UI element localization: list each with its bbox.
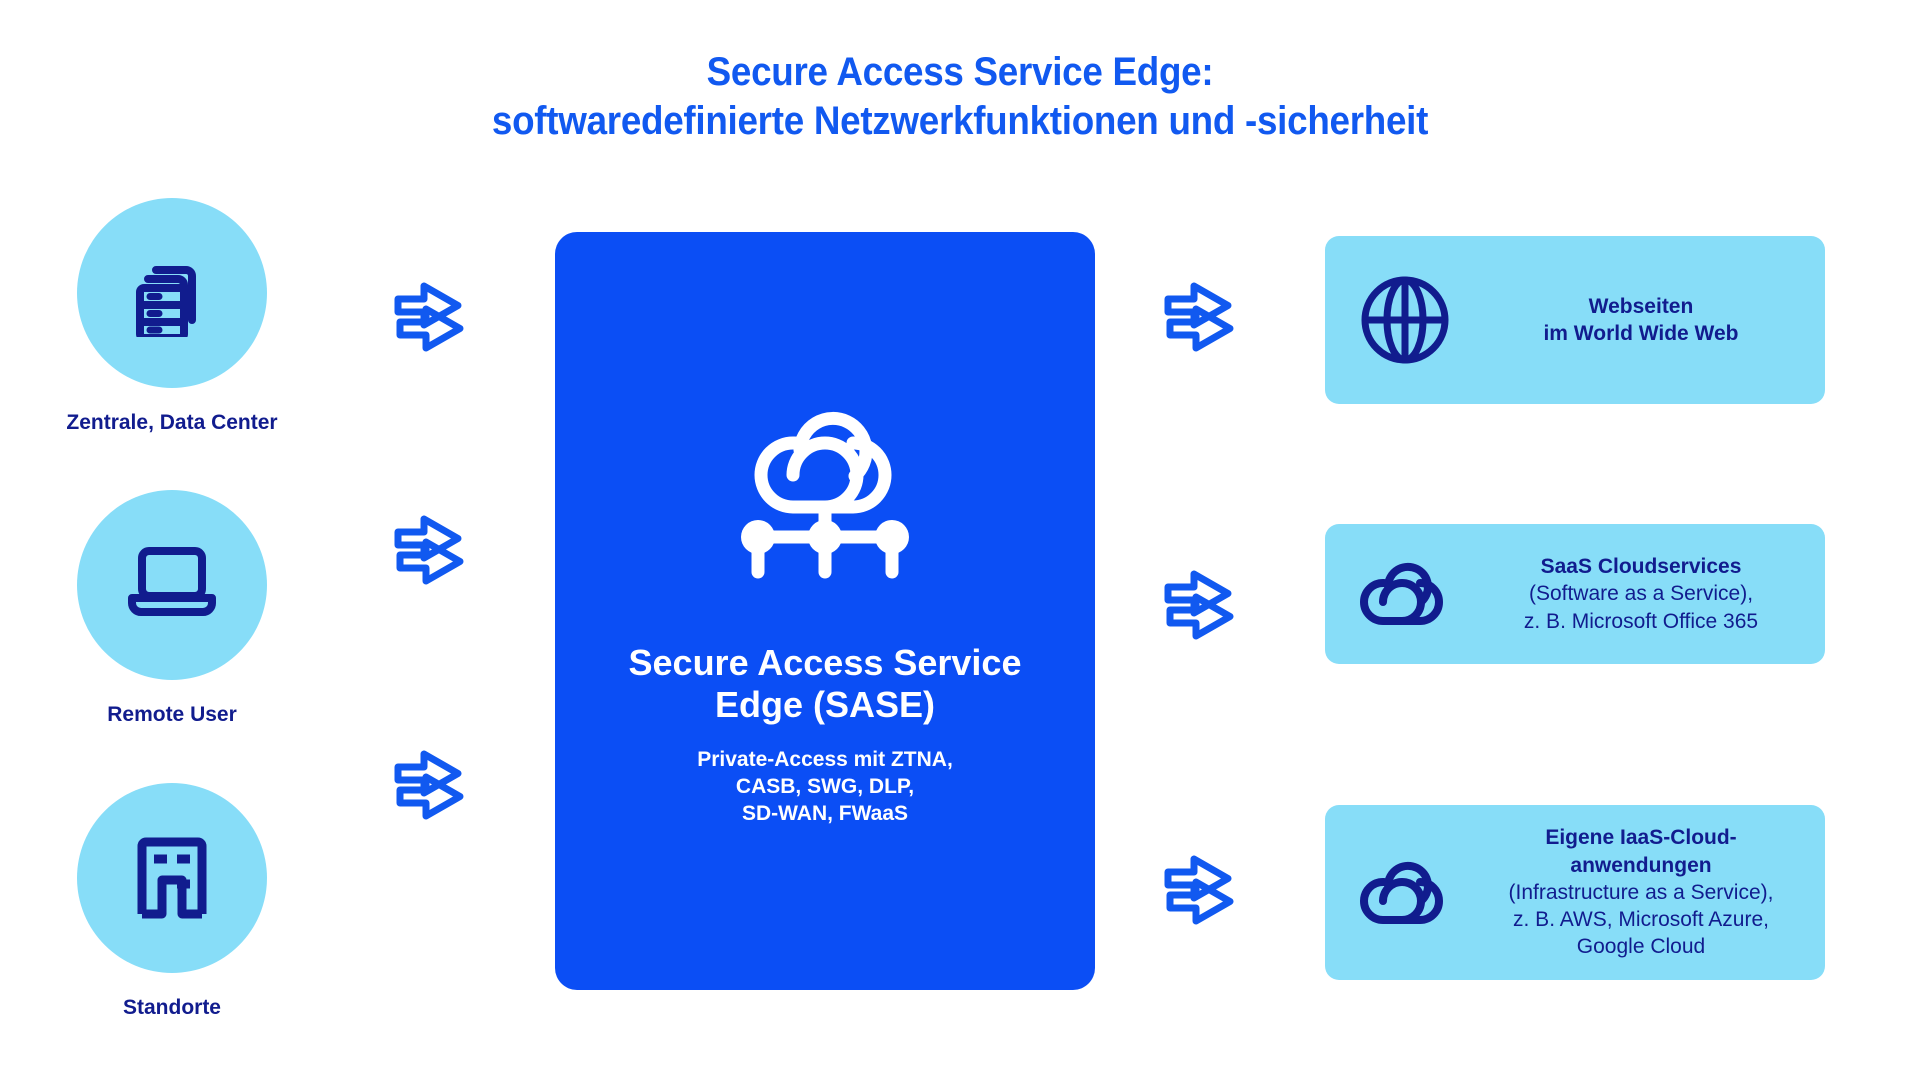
center-subtitle-line: CASB, SWG, DLP,	[735, 774, 915, 798]
left-node-label: Zentrale, Data Center	[66, 411, 278, 434]
page-title-line-2: softwaredefinierte Netzwerkfunktionen un…	[491, 98, 1429, 143]
cloud-icon	[1353, 853, 1457, 933]
card-bold-line: Webseiten	[1588, 294, 1694, 318]
left-node-data-center: Zentrale, Data Center	[22, 198, 322, 435]
cloud-network-icon	[720, 372, 930, 592]
node-circle	[77, 198, 267, 388]
card-regular-line: (Software as a Service),	[1528, 582, 1754, 606]
right-card-text: SaaS Cloudservices (Software as a Servic…	[1457, 553, 1825, 635]
card-bold-line: anwendungen	[1570, 853, 1712, 877]
bidirectional-exchange-icon	[1148, 570, 1258, 654]
exchange-arrow-remote-user	[378, 505, 488, 595]
exchange-arrow-saas	[1148, 560, 1258, 650]
page-title-line-1: Secure Access Service Edge:	[706, 50, 1214, 94]
right-card-saas: SaaS Cloudservices (Software as a Servic…	[1325, 524, 1825, 664]
node-circle	[77, 783, 267, 973]
bidirectional-exchange-icon	[378, 515, 488, 599]
exchange-arrow-data-center	[378, 272, 488, 362]
left-node-standorte: Standorte	[22, 783, 322, 1020]
right-card-web: Webseiten im World Wide Web	[1325, 236, 1825, 404]
bidirectional-exchange-icon	[378, 750, 488, 834]
center-subtitle-line: Private-Access mit ZTNA,	[697, 747, 953, 771]
bidirectional-exchange-icon	[1148, 282, 1258, 366]
center-panel-subtitle: Private-Access mit ZTNA, CASB, SWG, DLP,…	[615, 747, 1035, 828]
servers-icon	[126, 245, 218, 342]
left-node-label: Remote User	[107, 703, 237, 726]
card-bold-line: SaaS Cloudservices	[1540, 555, 1742, 579]
laptop-icon	[124, 541, 220, 630]
globe-icon	[1353, 274, 1457, 366]
center-subtitle-line: SD-WAN, FWaaS	[741, 801, 909, 825]
right-card-text: Eigene IaaS-Cloud- anwendungen (Infrastr…	[1457, 824, 1825, 960]
page-title: Secure Access Service Edge: softwaredefi…	[77, 48, 1843, 146]
exchange-arrow-iaas	[1148, 845, 1258, 935]
exchange-arrow-web	[1148, 272, 1258, 362]
card-regular-line: Google Cloud	[1576, 935, 1706, 959]
right-card-text: Webseiten im World Wide Web	[1457, 293, 1825, 348]
bidirectional-exchange-icon	[1148, 855, 1258, 939]
card-regular-line: z. B. AWS, Microsoft Azure,	[1513, 908, 1769, 932]
left-node-remote-user: Remote User	[22, 490, 322, 727]
right-card-iaas: Eigene IaaS-Cloud- anwendungen (Infrastr…	[1325, 805, 1825, 980]
card-regular-line: z. B. Microsoft Office 365	[1523, 609, 1759, 633]
card-bold-line: im World Wide Web	[1543, 322, 1739, 345]
center-panel-title: Secure Access Service Edge (SASE)	[628, 642, 1022, 726]
cloud-icon	[1353, 554, 1457, 634]
exchange-arrow-standorte	[378, 740, 488, 830]
left-node-label: Standorte	[122, 996, 221, 1019]
card-regular-line: (Infrastructure as a Service),	[1508, 880, 1774, 904]
card-bold-line: Eigene IaaS-Cloud-	[1545, 826, 1737, 850]
bidirectional-exchange-icon	[378, 282, 488, 366]
center-panel-sase: Secure Access Service Edge (SASE) Privat…	[555, 232, 1095, 990]
node-circle	[77, 490, 267, 680]
building-icon	[128, 832, 216, 925]
